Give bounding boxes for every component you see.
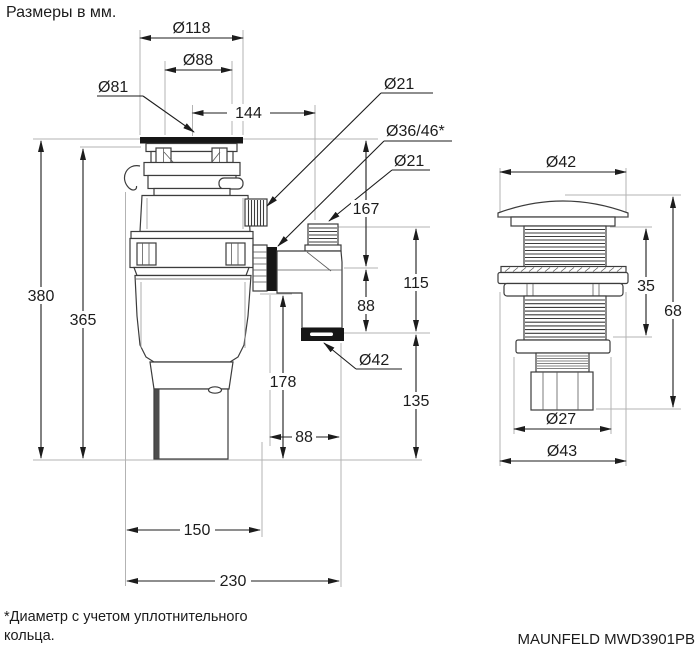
dim-stub-to-outlet: 115 (401, 228, 431, 332)
drain-elbow (276, 223, 344, 341)
dim-outlet-offset: 88 (269, 429, 340, 446)
model-name: MAUNFELD MWD3901PB (517, 631, 695, 648)
plug-upper-thread (523, 225, 607, 268)
dim-flange-inner: Ø88 (164, 52, 233, 73)
dim-label-thread-length: 35 (637, 278, 655, 295)
outlet-seal-ring (267, 247, 277, 291)
dim-label-outlet-to-floor: 135 (403, 393, 430, 410)
dim-label-elbow-to-outlet: 88 (357, 298, 375, 315)
plug-serrated-washer (500, 265, 627, 274)
dim-body-height: 365 (68, 148, 98, 459)
dim-label-plug-total-height: 68 (664, 303, 682, 320)
plug-tail-thread (535, 352, 590, 373)
dim-elbow-to-outlet: 88 (354, 269, 378, 332)
plug-nut (530, 371, 594, 411)
plug-lower-thread (523, 295, 607, 341)
dim-label-outlet-offset: 88 (295, 429, 313, 446)
page-title: Размеры в мм. (6, 4, 117, 21)
sink-mount (124, 137, 244, 197)
dim-label-tail-diameter: Ø27 (546, 411, 576, 428)
disposer-body (129, 194, 277, 460)
dim-outlet-to-floor: 135 (401, 334, 431, 459)
dim-center-to-outlet: 144 (191, 104, 316, 122)
dim-flange-outer: Ø118 (139, 20, 244, 41)
dim-cap-diameter: Ø42 (499, 154, 627, 175)
plug-body (497, 200, 629, 411)
plug-bottom-ring (515, 339, 611, 354)
sink-plug-drawing: Ø42 35 68 Ø27 Ø43 (497, 154, 687, 466)
motor-housing (153, 388, 229, 460)
dim-label-elbow-bottom-to-floor: 178 (270, 374, 297, 391)
dim-outlet-diameter: Ø42 (323, 342, 402, 370)
dim-total-height: 380 (26, 140, 56, 459)
dim-sink-hole: Ø81 (97, 79, 195, 133)
dim-label-outlet-diameter: Ø42 (359, 352, 389, 369)
dimensions-plug: Ø42 35 68 Ø27 Ø43 (499, 154, 687, 464)
dim-tail-diameter: Ø27 (513, 411, 612, 432)
dim-label-flange-diameter: Ø43 (547, 443, 577, 460)
dim-label-body-height: 365 (70, 312, 97, 329)
dim-elbow-bottom-to-floor: 178 (268, 295, 298, 459)
dim-label-center-to-outlet: 144 (235, 105, 262, 122)
elbow-stub (304, 223, 342, 252)
dim-label-elbow-stub: Ø21 (394, 153, 424, 170)
dim-label-stub-to-outlet: 115 (403, 275, 429, 292)
disposer-unit (124, 137, 277, 460)
dim-label-body-width: 150 (184, 522, 211, 539)
clamp-band (129, 230, 254, 277)
dim-elbow-stub: Ø21 (328, 153, 430, 222)
dim-flange-diameter: Ø43 (499, 443, 627, 464)
plug-cap (497, 200, 629, 218)
mount-hook (124, 165, 141, 191)
dim-total-width: 230 (126, 573, 340, 590)
dim-body-width: 150 (126, 522, 261, 539)
dim-thread-length: 35 (633, 228, 659, 336)
plug-collar (503, 282, 624, 297)
plug-extension-lines (499, 168, 681, 466)
dim-label-cap-diameter: Ø42 (546, 154, 576, 171)
dim-label-total-height: 380 (28, 288, 55, 305)
dishwasher-inlet (244, 198, 268, 227)
dim-outlet-seal: Ø36/46* (277, 123, 452, 247)
outlet-stub (252, 244, 277, 292)
dim-plug-total-height: 68 (660, 196, 687, 408)
footnote-line1: *Диаметр с учетом уплотнительного (4, 609, 248, 625)
dimensions-main: Ø118 Ø88 Ø81 144 Ø21 (26, 20, 452, 590)
dim-label-outlet-seal: Ø36/46* (386, 123, 445, 140)
dim-sink-to-elbow: 167 (351, 140, 381, 267)
plug-flange (497, 271, 629, 285)
dim-label-total-width: 230 (220, 573, 247, 590)
dim-label-flange-inner: Ø88 (183, 52, 213, 69)
elbow-body (276, 250, 343, 329)
dim-dishwasher-inlet: Ø21 (266, 76, 433, 207)
dim-label-sink-hole: Ø81 (98, 79, 128, 96)
footnote-line2: кольца. (4, 628, 55, 644)
dim-label-sink-to-elbow: 167 (353, 201, 380, 218)
dim-label-dishwasher-inlet: Ø21 (384, 76, 414, 93)
footnote: *Диаметр с учетом уплотнительного кольца… (4, 608, 284, 646)
lock-lever (218, 177, 244, 190)
dim-label-flange-outer: Ø118 (173, 20, 211, 37)
